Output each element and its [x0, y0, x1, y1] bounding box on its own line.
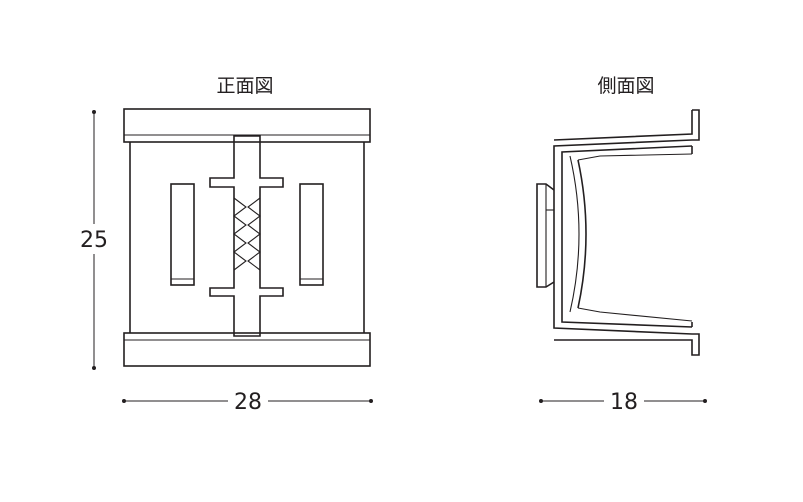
front-height-dimension: 25	[80, 110, 108, 370]
left-slot	[170, 183, 195, 286]
front-width-dimension: 28	[122, 390, 373, 415]
height-dim-dot-bottom	[92, 366, 96, 370]
height-label: 25	[80, 228, 108, 253]
side-spring-curve-inner	[569, 155, 580, 313]
side-width-dimension: 18	[539, 390, 707, 415]
width-dim-dot-left	[122, 399, 126, 403]
side-contact-bottom	[577, 307, 693, 322]
front-width-label: 28	[234, 390, 262, 415]
bottom-flange	[123, 332, 371, 367]
front-view	[123, 108, 371, 367]
side-view-title: 側面図	[597, 75, 654, 97]
side-outer-top-arm	[553, 110, 693, 141]
zigzag-teeth	[233, 197, 247, 271]
width-dim-dot-right	[369, 399, 373, 403]
right-slot	[299, 183, 324, 286]
side-dim-dot-right	[703, 399, 707, 403]
side-dim-dot-left	[539, 399, 543, 403]
side-view	[536, 109, 700, 356]
side-spring-curve	[577, 159, 587, 309]
front-view-title: 正面図	[216, 75, 273, 97]
side-inner-profile	[561, 145, 693, 328]
height-dim-dot-top	[92, 110, 96, 114]
side-latch-tab	[536, 183, 555, 288]
side-width-label: 18	[610, 390, 638, 415]
center-contact	[209, 135, 284, 337]
top-flange	[123, 108, 371, 143]
zigzag-teeth-right	[247, 197, 261, 271]
side-contact-top	[577, 153, 693, 161]
side-outer-profile	[553, 109, 700, 356]
